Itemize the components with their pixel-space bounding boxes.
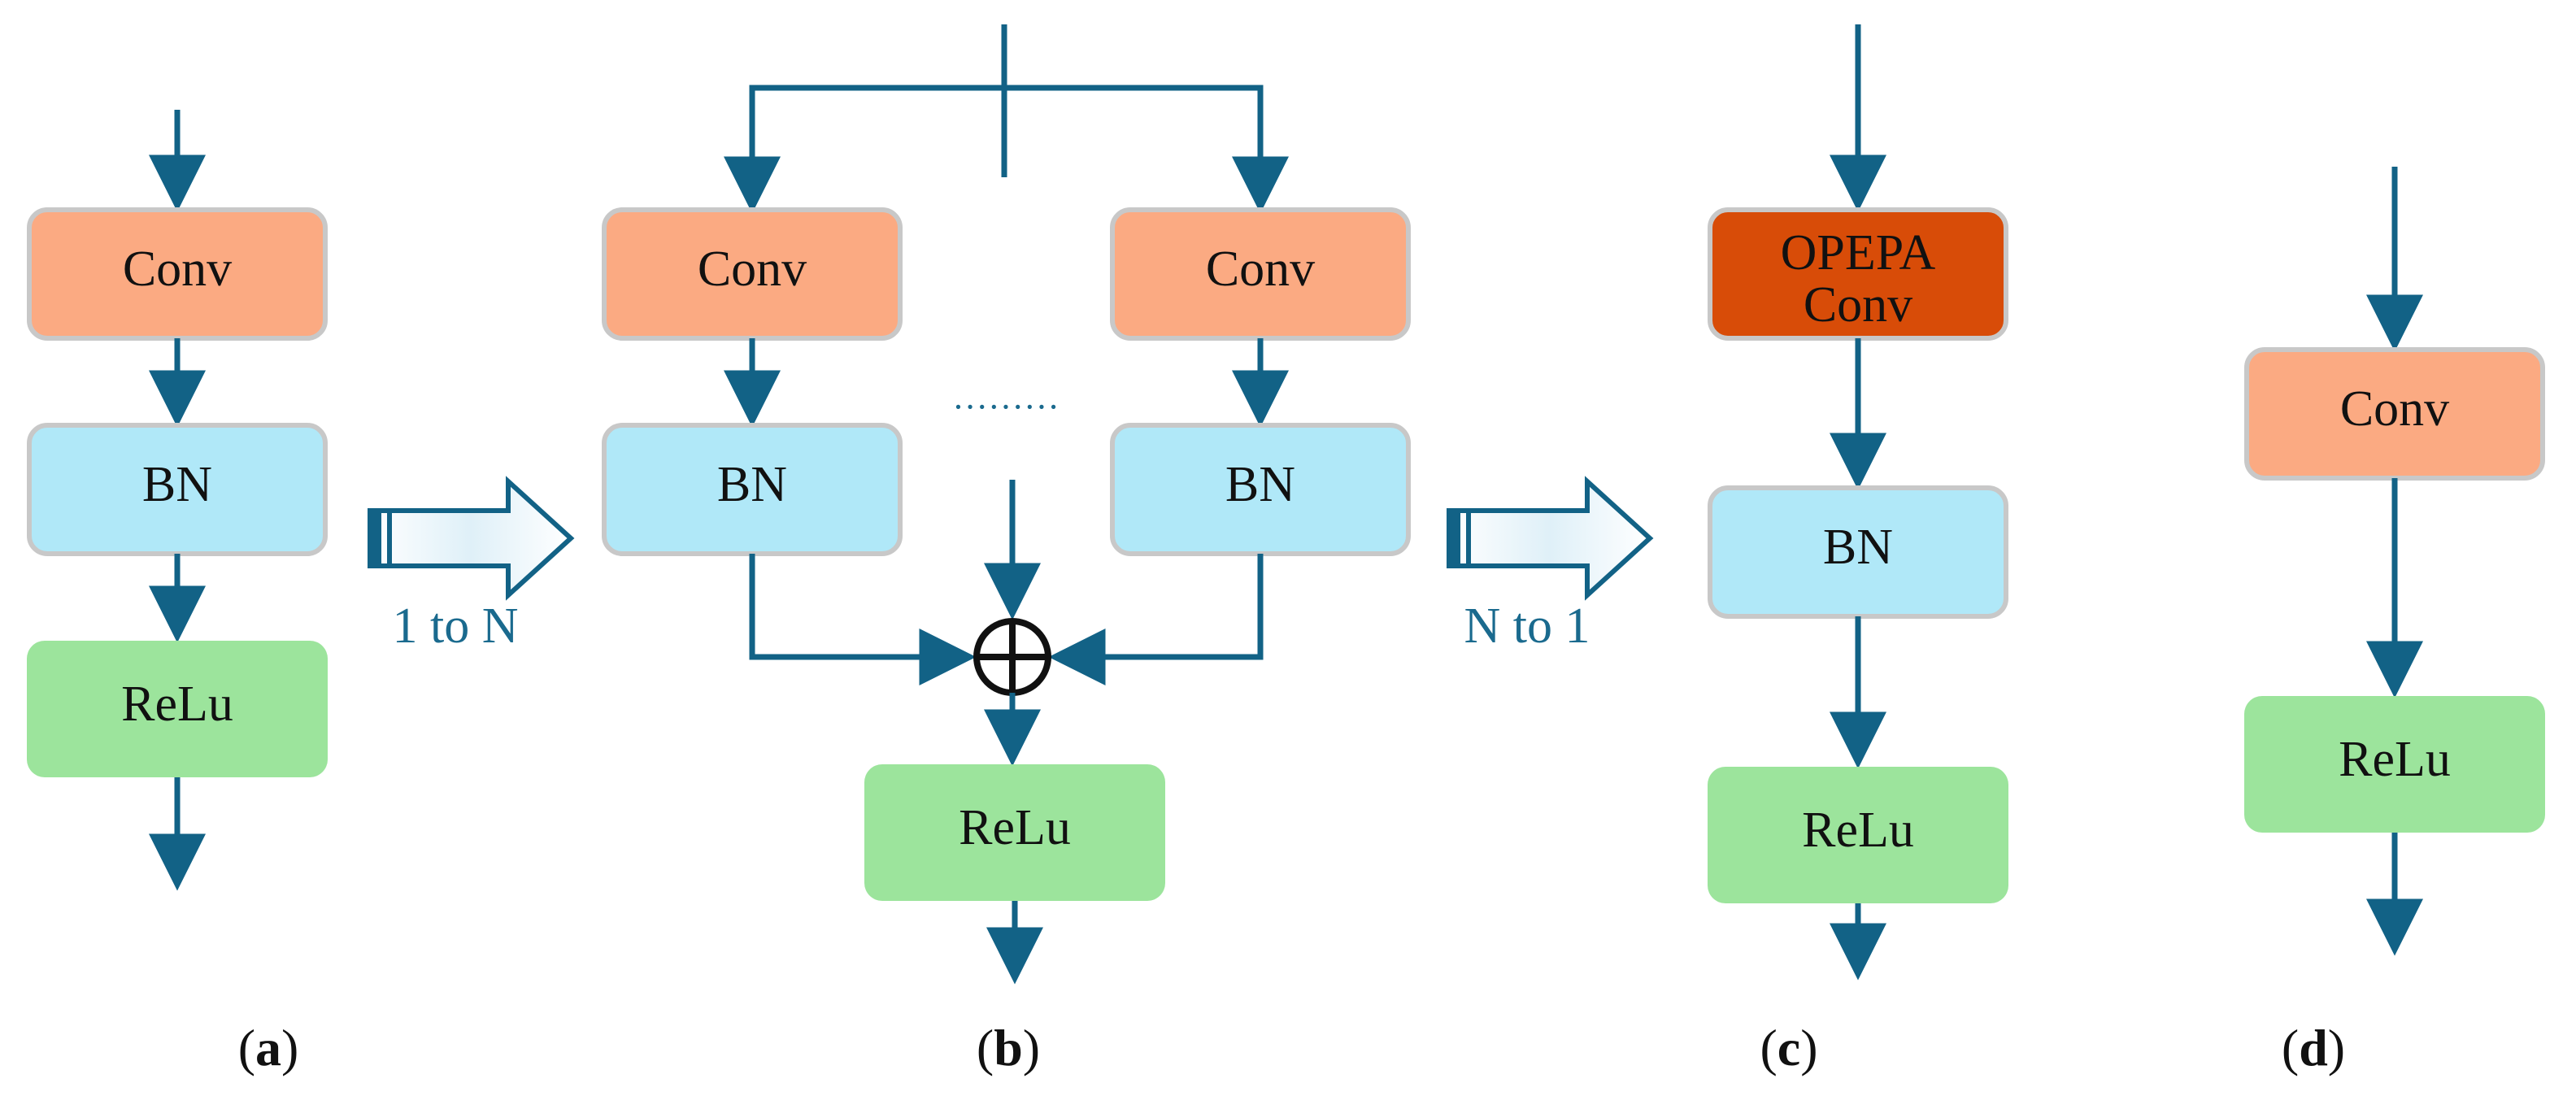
transition-label: 1 to N [393, 598, 519, 654]
relu-block [864, 764, 1165, 901]
transition-label: N to 1 [1464, 598, 1590, 654]
transition-n-to-1: N to 1 [1447, 476, 1654, 654]
right-bn-label: BN [1225, 457, 1295, 512]
opepa-conv-label-line2: Conv [1804, 277, 1912, 333]
caption-b: (b) [977, 1019, 1040, 1077]
relu-block [1708, 767, 2008, 903]
branch-ellipsis: ········· [952, 387, 1060, 427]
transition-1-to-n: 1 to N [368, 476, 575, 654]
left-bn-label: BN [717, 457, 787, 512]
caption-d: (d) [2282, 1019, 2345, 1077]
panel-d: Conv ReLu (d) [2244, 167, 2545, 1077]
right-conv-label: Conv [1206, 241, 1315, 297]
conv-label: Conv [2340, 381, 2449, 437]
sum-icon [973, 618, 1051, 696]
caption-a: (a) [238, 1019, 299, 1077]
relu-label: ReLu [1802, 803, 1914, 858]
panel-a: Conv BN ReLu (a) [27, 110, 328, 1077]
panel-c: OPEPA Conv BN ReLu (c) [1708, 24, 2008, 1077]
fat-right-arrow-icon [368, 476, 575, 601]
panel-b: Conv BN Conv BN ········· ReLu (b) [602, 24, 1411, 1077]
relu-label: ReLu [959, 800, 1071, 855]
opepa-conv-label: OPEPA [1781, 225, 1936, 281]
right-bn-to-sum [1048, 554, 1264, 685]
fat-right-arrow-icon [1447, 476, 1654, 601]
relu-label: ReLu [2339, 732, 2451, 787]
bn-label: BN [142, 457, 212, 512]
split-connector [749, 85, 1289, 214]
left-conv-label: Conv [698, 241, 807, 297]
bn-label: BN [1823, 520, 1893, 575]
relu-label: ReLu [121, 676, 233, 732]
relu-block [27, 641, 328, 777]
relu-block [2244, 696, 2545, 833]
caption-c: (c) [1760, 1019, 1817, 1077]
left-bn-to-sum [749, 554, 977, 685]
conv-label: Conv [123, 241, 232, 297]
